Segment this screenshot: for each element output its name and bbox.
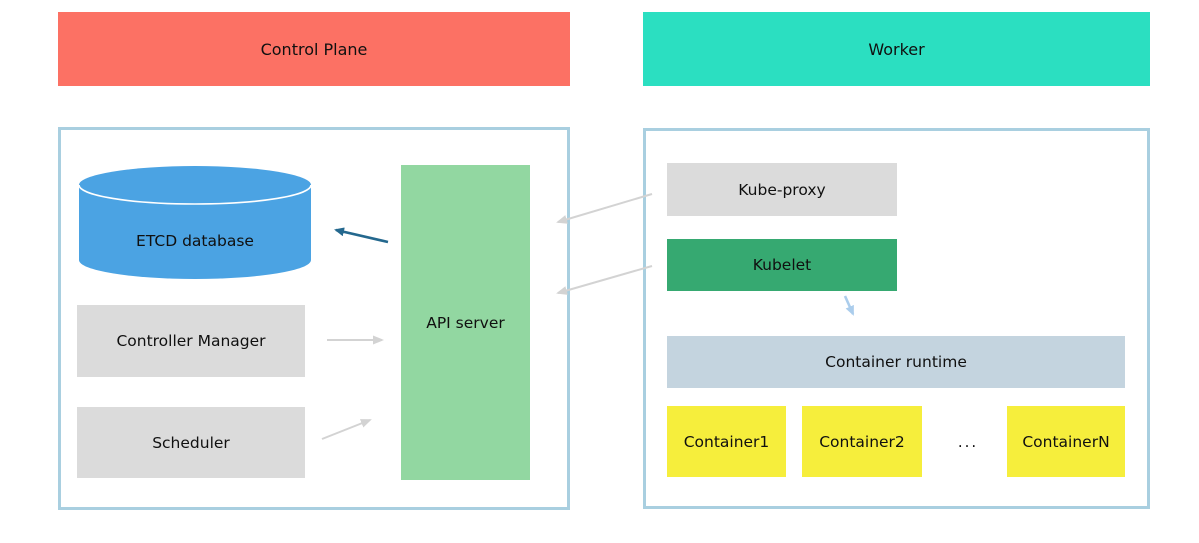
scheduler-node: Scheduler <box>77 407 305 478</box>
worker-header: Worker <box>643 12 1150 86</box>
container2-label: Container2 <box>819 432 905 451</box>
arrow-kube-proxy-to-apiserver <box>556 193 653 224</box>
containerN-node: ContainerN <box>1007 406 1125 477</box>
containerN-label: ContainerN <box>1022 432 1110 451</box>
control-plane-header-label: Control Plane <box>260 39 368 59</box>
container1-label: Container1 <box>683 432 770 451</box>
control-plane-header: Control Plane <box>58 12 570 86</box>
controller-manager-node: Controller Manager <box>77 305 305 377</box>
api-server-label: API server <box>426 313 505 332</box>
etcd-database-node: ETCD database <box>78 165 312 280</box>
kubelet-node: Kubelet <box>667 239 897 291</box>
container1-node: Container1 <box>667 406 786 477</box>
kube-proxy-label: Kube-proxy <box>738 180 826 199</box>
containers-ellipsis: ... <box>957 432 979 451</box>
database-cylinder-icon <box>78 166 312 279</box>
container-runtime-label: Container runtime <box>825 353 967 371</box>
etcd-database-label: ETCD database <box>136 231 254 250</box>
kube-proxy-node: Kube-proxy <box>667 163 897 216</box>
kubelet-label: Kubelet <box>752 256 812 274</box>
api-server-node: API server <box>401 165 530 480</box>
worker-header-label: Worker <box>868 39 925 59</box>
container-runtime-node: Container runtime <box>667 336 1125 388</box>
arrow-kubelet-to-apiserver <box>556 265 653 295</box>
scheduler-label: Scheduler <box>152 433 230 452</box>
controller-manager-label: Controller Manager <box>116 332 266 350</box>
container2-node: Container2 <box>802 406 922 477</box>
